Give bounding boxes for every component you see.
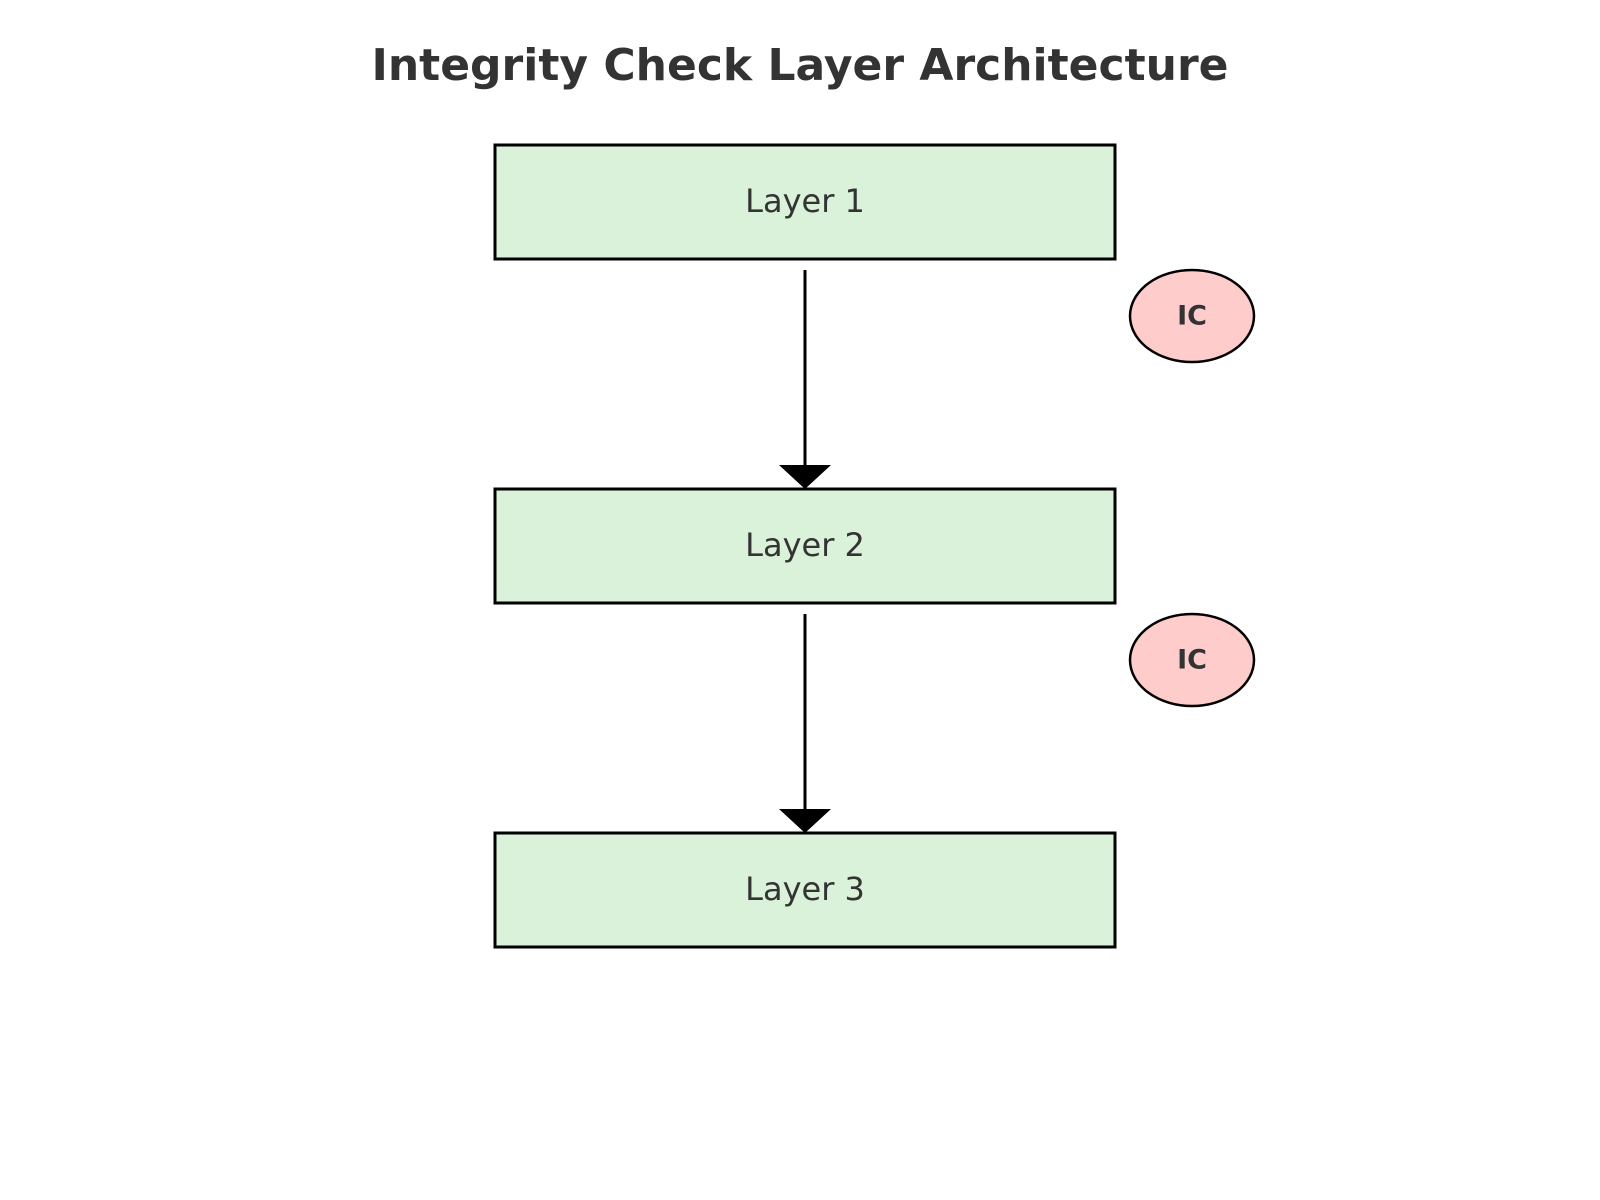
layer-3-box <box>493 831 1117 949</box>
connection-arrow-2-3 <box>779 614 831 833</box>
layer-1-label: Layer 1 <box>745 182 865 220</box>
connection-arrow-1-2 <box>779 270 831 489</box>
ic-1-ellipse <box>1128 268 1256 364</box>
arrow-head <box>779 465 831 489</box>
diagram-title: Integrity Check Layer Architecture <box>371 40 1229 91</box>
integrity-check-node: IC <box>1128 268 1256 364</box>
layer-box: Layer 3 <box>493 831 1117 949</box>
ic-2-ellipse <box>1128 612 1256 708</box>
ic-2-label: IC <box>1177 645 1207 676</box>
integrity-check-node: IC <box>1128 612 1256 708</box>
layer-box: Layer 1 <box>493 143 1117 261</box>
layer-2-label: Layer 2 <box>745 526 865 564</box>
arrow-head <box>779 809 831 833</box>
layer-1-box <box>493 143 1117 261</box>
layer-box: Layer 2 <box>493 487 1117 605</box>
ic-1-label: IC <box>1177 301 1207 332</box>
layer-3-label: Layer 3 <box>745 870 865 908</box>
